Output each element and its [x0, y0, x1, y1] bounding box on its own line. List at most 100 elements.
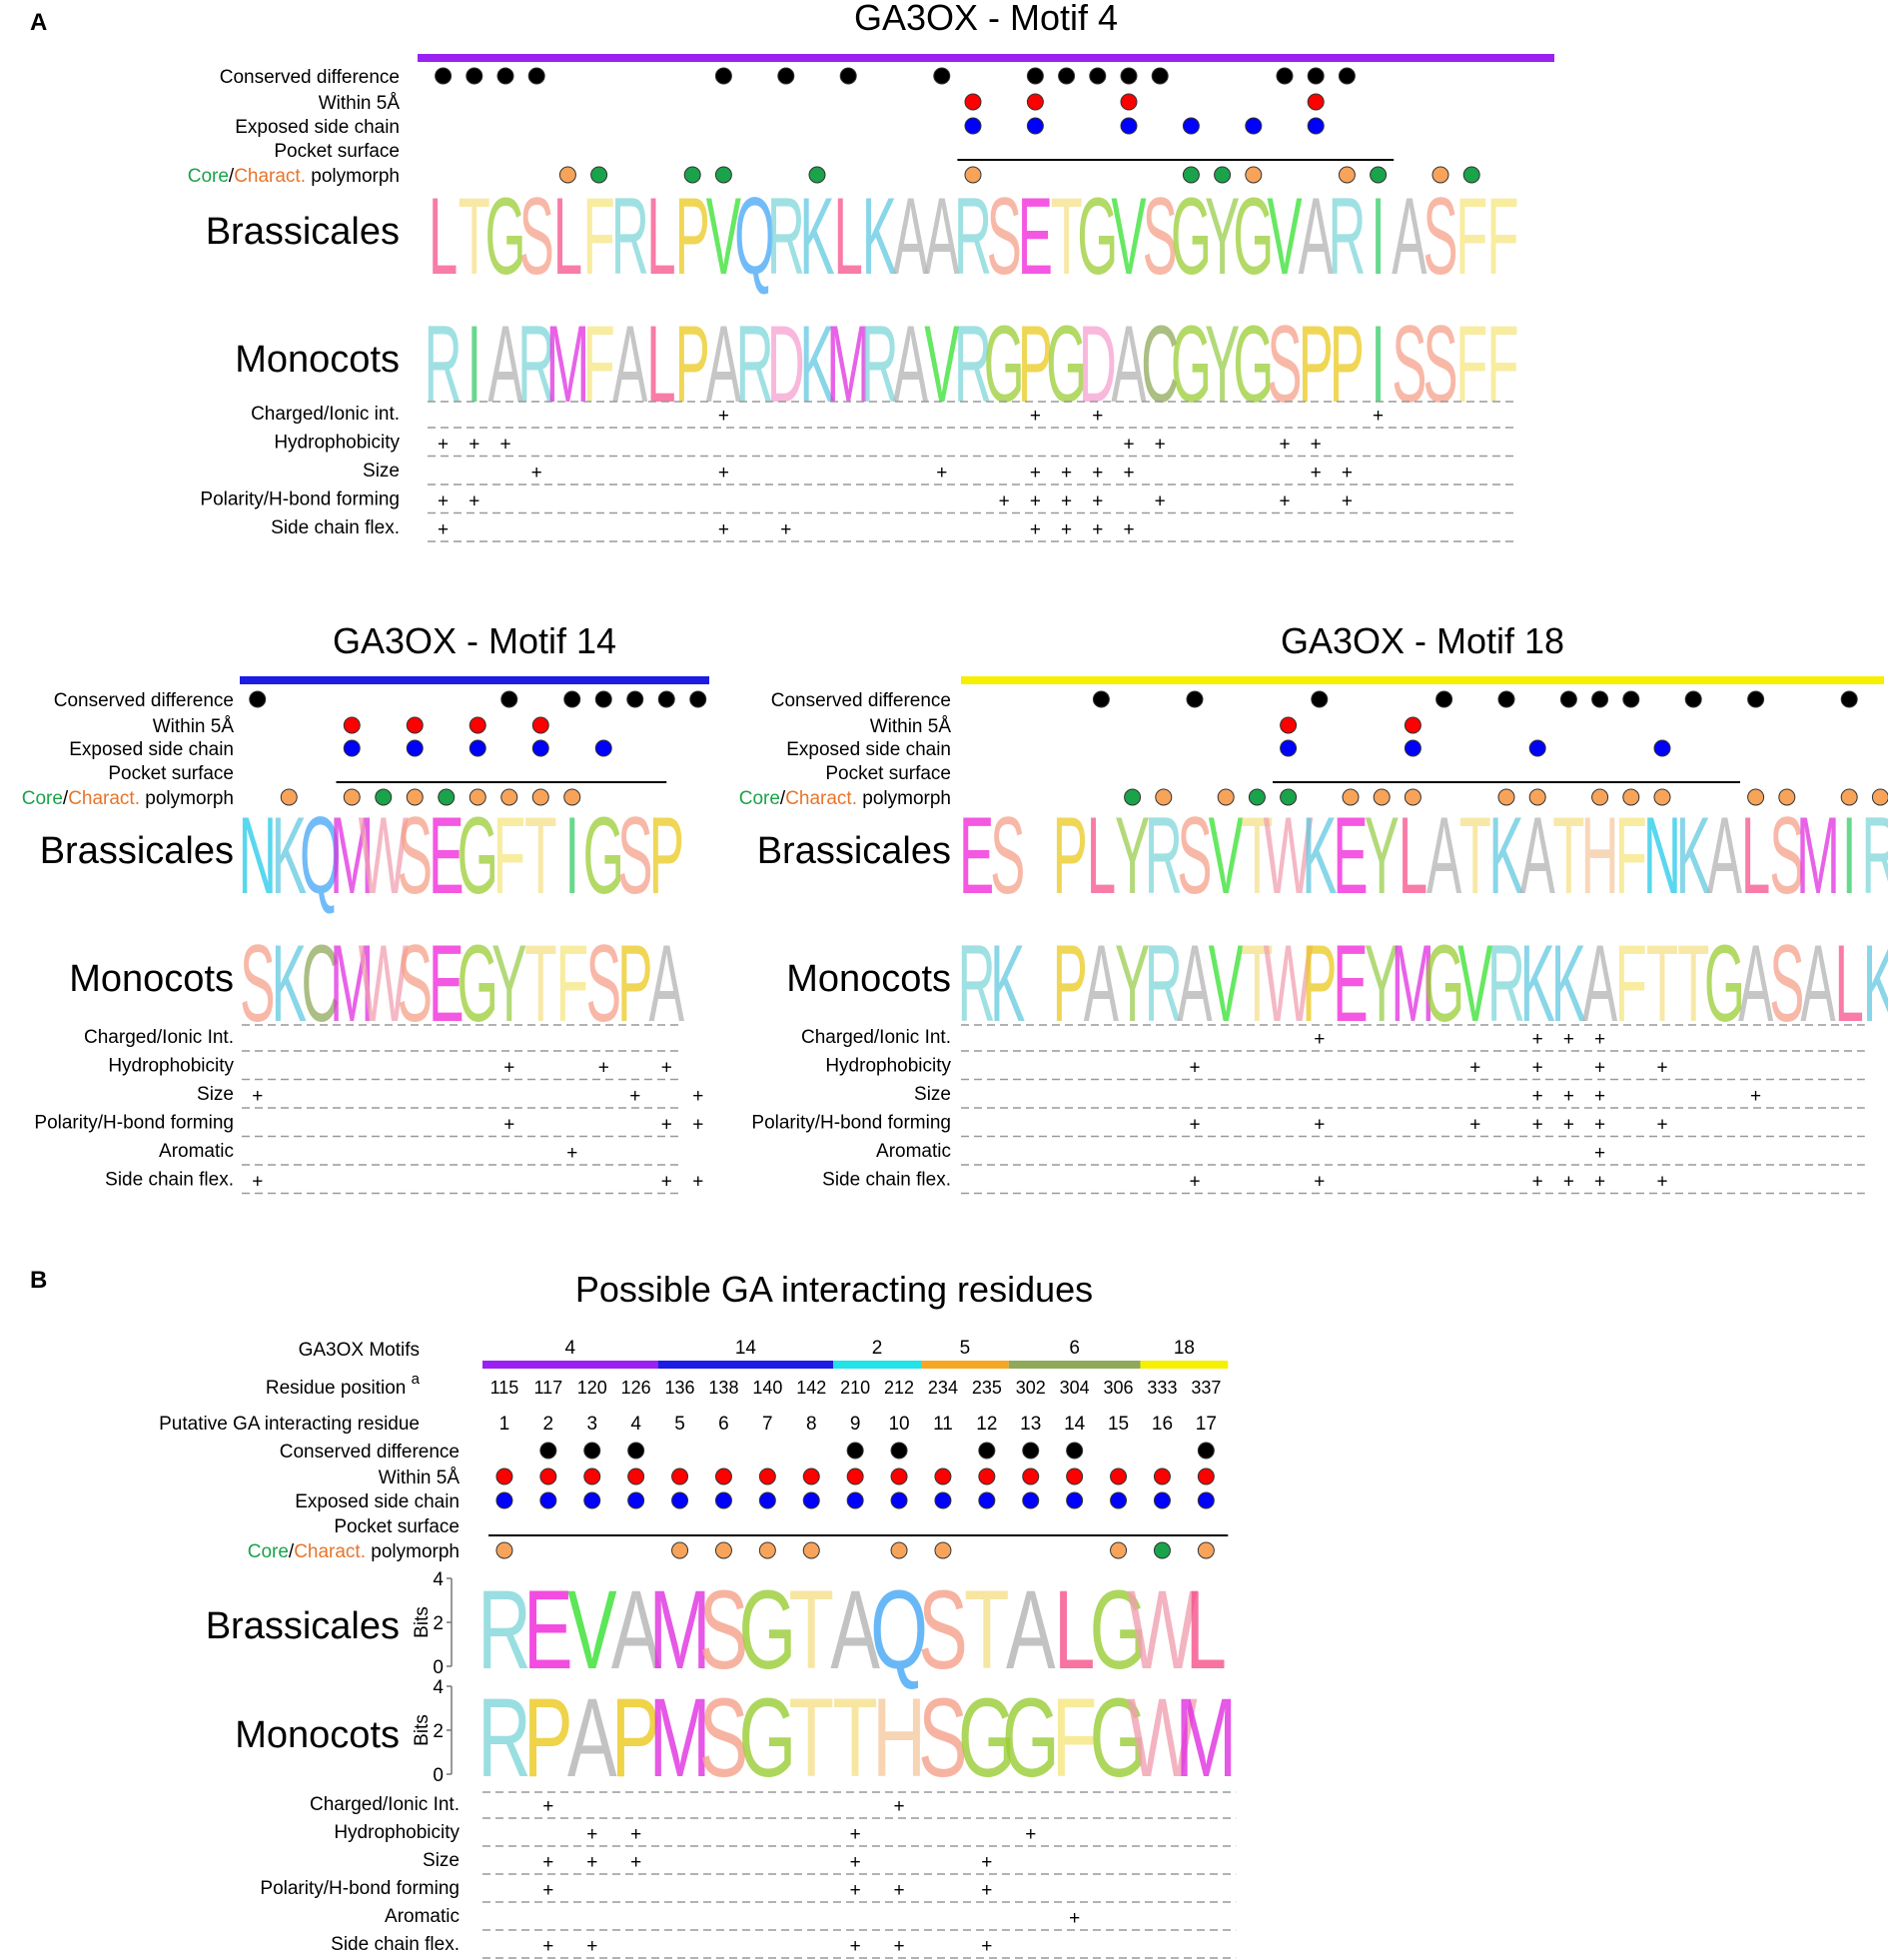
motif18-plus-mark: +: [1532, 1058, 1543, 1079]
partb-exposed-dot: [671, 1491, 689, 1509]
motif4-brassicales-logo-letter: F: [582, 176, 614, 298]
motif4-core-dot: [683, 166, 701, 184]
partb-monocots-logo-letter: T: [789, 1676, 834, 1801]
motif4-conserved-dot: [714, 67, 732, 85]
partb-plus-mark: +: [1069, 1908, 1080, 1929]
motif14-charact-dot: [563, 788, 581, 806]
motif18-charact-dot: [1528, 788, 1546, 806]
motif4-conserved-dot: [496, 67, 514, 85]
motif4-monocots-logo-letter: C: [1141, 304, 1179, 426]
partb-exposed-dot: [583, 1491, 601, 1509]
motif4-monocots-logo-letter: M: [826, 304, 870, 426]
motif18-plus-mark: +: [1656, 1172, 1667, 1193]
motif14-charact-dot: [469, 788, 486, 806]
partb-position: 212: [884, 1378, 914, 1398]
partb-exposed-dot: [714, 1491, 732, 1509]
motif18-core-dot: [1248, 788, 1266, 806]
motif14-plus-mark: +: [252, 1086, 263, 1107]
motif14-conserved-dot: [657, 690, 675, 708]
motif14-exposed-dot: [406, 739, 424, 757]
partb-monocots-logo-letter: G: [1090, 1676, 1148, 1801]
motif4-brassicales-logo-letter: V: [1267, 176, 1302, 298]
motif4-brassicales-logo-letter: G: [484, 176, 525, 298]
motif4-monocots-logo-letter: G: [1171, 304, 1212, 426]
motif18-exposed-dot: [1280, 739, 1298, 757]
motif18-polymorph-part: /: [780, 788, 786, 809]
motif18-brassicales-logo-letter: N: [1643, 795, 1681, 917]
partb-residue-number: 12: [976, 1414, 997, 1435]
partb-prop-label: Aromatic: [385, 1906, 460, 1927]
motif18-plus-mark: +: [1532, 1115, 1543, 1136]
motif4-core-dot: [714, 166, 732, 184]
motif18-conserved-dot: [1092, 690, 1110, 708]
partb-exposed-dot: [758, 1491, 776, 1509]
motif14-charact-dot: [343, 788, 361, 806]
motif14-charact-dot: [531, 788, 549, 806]
partb-prop-label: Polarity/H-bond forming: [260, 1878, 460, 1899]
motif4-prop-label: Hydrophobicity: [274, 433, 400, 454]
motif18-monocots-logo-letter: K: [1520, 923, 1555, 1045]
partb-plus-mark: +: [850, 1880, 861, 1901]
motif14-monocots-logo-letter: Y: [491, 923, 527, 1045]
motif4-exposed-label: Exposed side chain: [235, 117, 400, 138]
motif18-brassicales-logo-letter: M: [1796, 795, 1840, 917]
motif18-prop-label: Side chain flex.: [822, 1170, 951, 1191]
partb-residue-number: 8: [806, 1414, 817, 1435]
motif4-plus-mark: +: [499, 435, 510, 456]
partb-motif-bar: [1140, 1361, 1229, 1369]
partb-position: 136: [665, 1378, 695, 1398]
partb-polymorph-label: Core/Charact. polymorph: [248, 1541, 460, 1562]
partb-brassicales-logo-letter: V: [567, 1568, 617, 1693]
motif4-exposed-dot: [1182, 117, 1200, 135]
partb-position: 120: [577, 1378, 607, 1398]
motif14-brassicales-logo-letter: F: [492, 795, 525, 917]
partb-monocots-logo-letter: P: [523, 1676, 573, 1801]
partb-polymorph-part: Core: [248, 1541, 289, 1562]
partb-brassicales-logo-letter: S: [918, 1568, 968, 1693]
motif4-conserved-dot: [1276, 67, 1294, 85]
partb-exposed-dot: [978, 1491, 996, 1509]
motif4-monocots-logo-letter: F: [1455, 304, 1487, 426]
motif18-plus-mark: +: [1656, 1115, 1667, 1136]
motif18-conserved-dot: [1435, 690, 1453, 708]
motif18-charact-dot: [1622, 788, 1640, 806]
motif18-brassicales-logo-letter: Y: [1365, 795, 1400, 917]
motif18-brassicales-logo-letter: K: [1302, 795, 1337, 917]
motif18-exposed-dot: [1528, 739, 1546, 757]
partb-within-dot: [802, 1468, 820, 1485]
motif4-brassicales-logo-letter: A: [1299, 176, 1334, 298]
partb-plus-mark: +: [630, 1824, 641, 1845]
motif4-conserved-dot: [466, 67, 483, 85]
motif14-brassicales-logo-letter: M: [330, 795, 374, 917]
motif4-brassicales-logo-letter: R: [611, 176, 649, 298]
motif14-plus-mark: +: [661, 1115, 672, 1136]
partb-bits-tick-label: 2: [433, 1721, 444, 1742]
partb-monocots-logo-letter: H: [872, 1676, 926, 1801]
motif4-brassicales-logo-letter: S: [987, 176, 1022, 298]
motif4-monocots-logo-letter: I: [467, 304, 481, 426]
partb-monocots-logo-letter: R: [477, 1676, 531, 1801]
partb-motif-name: 5: [960, 1338, 971, 1359]
partb-monocots-logo-letter: T: [832, 1676, 877, 1801]
partb-brassicales-label: Brassicales: [206, 1605, 400, 1647]
motif4-polymorph-part: /: [229, 166, 235, 187]
motif4-core-dot: [590, 166, 608, 184]
partb-position: 117: [533, 1378, 562, 1398]
motif4-brassicales-logo-letter: K: [799, 176, 834, 298]
motif4-monocots-logo-letter: G: [1233, 304, 1274, 426]
motif18-polymorph-part: polymorph: [857, 788, 951, 809]
partb-exposed-dot: [934, 1491, 952, 1509]
motif4-brassicales-logo-letter: G: [1233, 176, 1274, 298]
motif18-brassicales-logo-letter: L: [1741, 795, 1770, 917]
partb-exposed-dot: [846, 1491, 864, 1509]
partb-residue-number: 9: [850, 1414, 861, 1435]
motif4-brassicales-logo-letter: L: [553, 176, 582, 298]
partb-prop-label: Size: [423, 1850, 460, 1871]
motif18-brassicales-logo-letter: Y: [1115, 795, 1150, 917]
motif4-plus-mark: +: [1092, 406, 1103, 427]
motif4-core-dot: [808, 166, 826, 184]
partb-residue-number: 7: [762, 1414, 773, 1435]
motif18-prop-label: Size: [914, 1084, 951, 1105]
motif4-monocots-logo-letter: R: [954, 304, 992, 426]
partb-plus-mark: +: [586, 1852, 597, 1873]
